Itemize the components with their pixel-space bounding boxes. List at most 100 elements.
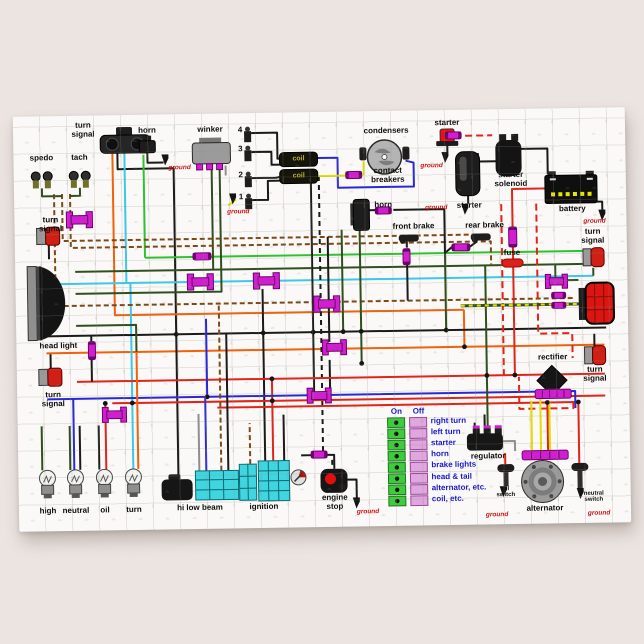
label-rectifier: rectifier <box>537 352 568 362</box>
label-starter-button: starter <box>434 117 460 128</box>
label-ground-horn-front: ground <box>168 164 191 172</box>
wire-connector <box>521 449 569 461</box>
indicator-bulb-oil <box>95 468 113 498</box>
wire-connector <box>402 248 411 266</box>
indicator-bulb-high <box>38 469 56 499</box>
spark-plugs <box>244 126 253 210</box>
label-legend-on: On <box>390 406 403 416</box>
tach-bulbs <box>68 170 91 188</box>
wire-connector <box>313 295 341 313</box>
label-tach: tach <box>71 152 88 162</box>
wire-connector <box>551 301 567 309</box>
battery-component <box>544 170 598 204</box>
starter-motor-component <box>455 151 481 197</box>
label-ground-starter-button: ground <box>420 162 443 170</box>
turn-signal-right-front-lamp <box>582 247 605 268</box>
label-horn-front: horn <box>138 125 156 135</box>
label-turn-signal-left-rear: turn signal <box>41 390 65 409</box>
ignition-coils <box>278 151 319 185</box>
label-hi-low-beam: hi low beam <box>176 502 223 513</box>
label-horn-rear: horn <box>374 199 393 210</box>
wire-connector <box>87 341 97 361</box>
engine-stop-switch <box>320 468 348 493</box>
head-light-component <box>26 265 66 342</box>
alternator-component <box>521 460 565 504</box>
starter-solenoid-component <box>495 133 522 177</box>
tail-light-component <box>578 281 615 325</box>
spedo-bulbs <box>30 171 53 189</box>
indicator-bulb-neutral <box>66 469 84 498</box>
label-engine-stop: engine stop <box>321 492 348 511</box>
neutral-switch-component <box>571 462 589 489</box>
legend-row-label: left turn <box>430 426 461 436</box>
front-brake-lever <box>398 234 419 244</box>
horn-rear-component <box>350 198 371 231</box>
label-winker: winker <box>197 124 223 134</box>
label-plug-2: 2 <box>238 170 244 180</box>
oil-switch-component <box>497 464 515 487</box>
legend-row-label: head & tail <box>431 471 472 481</box>
wire-connector <box>508 226 518 248</box>
label-head-light: head light <box>39 340 78 351</box>
label-turn-signal-right-front: turn signal <box>581 226 605 245</box>
label-high: high <box>39 506 57 516</box>
turn-signal-right-rear-lamp <box>583 345 607 366</box>
wire-connector <box>252 272 281 290</box>
rear-brake-lever <box>470 233 491 243</box>
label-alternator: alternator <box>526 503 564 513</box>
wire-connector <box>321 339 348 356</box>
fuse-component <box>501 258 524 268</box>
connector-layer <box>65 131 572 507</box>
label-front-brake: front brake <box>392 221 435 231</box>
label-turn: turn <box>126 504 142 515</box>
ignition-switch <box>238 460 307 502</box>
wire-connector <box>534 388 572 400</box>
legend-row-label: alternator, etc. <box>431 482 487 492</box>
ground-plugs <box>161 151 606 509</box>
label-ground-starter-motor: ground <box>425 204 448 212</box>
label-oil: oil <box>100 505 110 515</box>
label-condensers: condensers <box>363 125 409 136</box>
indicator-bulb-turn <box>124 468 142 498</box>
hi-low-beam-switch <box>161 469 240 501</box>
label-ground-neutral-switch: ground <box>587 509 611 517</box>
label-starter-solenoid: starter solenoid <box>494 169 528 188</box>
wire-connector <box>65 211 94 229</box>
label-fuse: fuse <box>503 247 521 258</box>
legend-row-label: coil, etc. <box>431 493 464 504</box>
regulator-component <box>466 425 504 451</box>
legend-row-label: right turn <box>430 415 467 425</box>
label-starter-motor: starter <box>456 200 482 210</box>
label-oil-switch: oil switch <box>496 486 516 499</box>
wire-connector <box>544 273 569 289</box>
wire-connector <box>306 387 332 404</box>
component-layer <box>26 126 615 509</box>
label-coil-2: coil <box>292 172 305 180</box>
label-spedo: spedo <box>29 153 54 163</box>
label-ignition: ignition <box>249 501 279 512</box>
label-turn-signal-front: turn signal <box>71 120 95 139</box>
condensers-component <box>359 139 410 175</box>
label-plug-3: 3 <box>238 144 243 154</box>
turn-signal-left-rear-lamp <box>38 367 63 387</box>
wire-connector <box>345 170 363 180</box>
winker-relay <box>191 137 231 171</box>
label-turn-signal-right-rear: turn signal <box>583 364 607 383</box>
label-legend-off: Off <box>412 406 425 416</box>
turn-signal-left-front-lamp <box>36 226 61 246</box>
label-neutral-switch: neutral switch <box>583 490 604 504</box>
label-neutral: neutral <box>62 505 90 516</box>
horn-front-component <box>138 135 156 154</box>
label-contact-breakers: contact breakers <box>371 165 405 184</box>
label-coil-1: coil <box>292 155 305 163</box>
wire-connector <box>192 252 212 261</box>
wiring-diagram <box>26 126 615 509</box>
label-ground-engine-stop: ground <box>356 508 380 516</box>
label-rear-brake: rear brake <box>465 220 504 230</box>
label-turn-signal-left-front: turn signal <box>38 215 63 234</box>
legend-row-label: starter <box>430 437 456 448</box>
wire-connector <box>444 131 462 140</box>
